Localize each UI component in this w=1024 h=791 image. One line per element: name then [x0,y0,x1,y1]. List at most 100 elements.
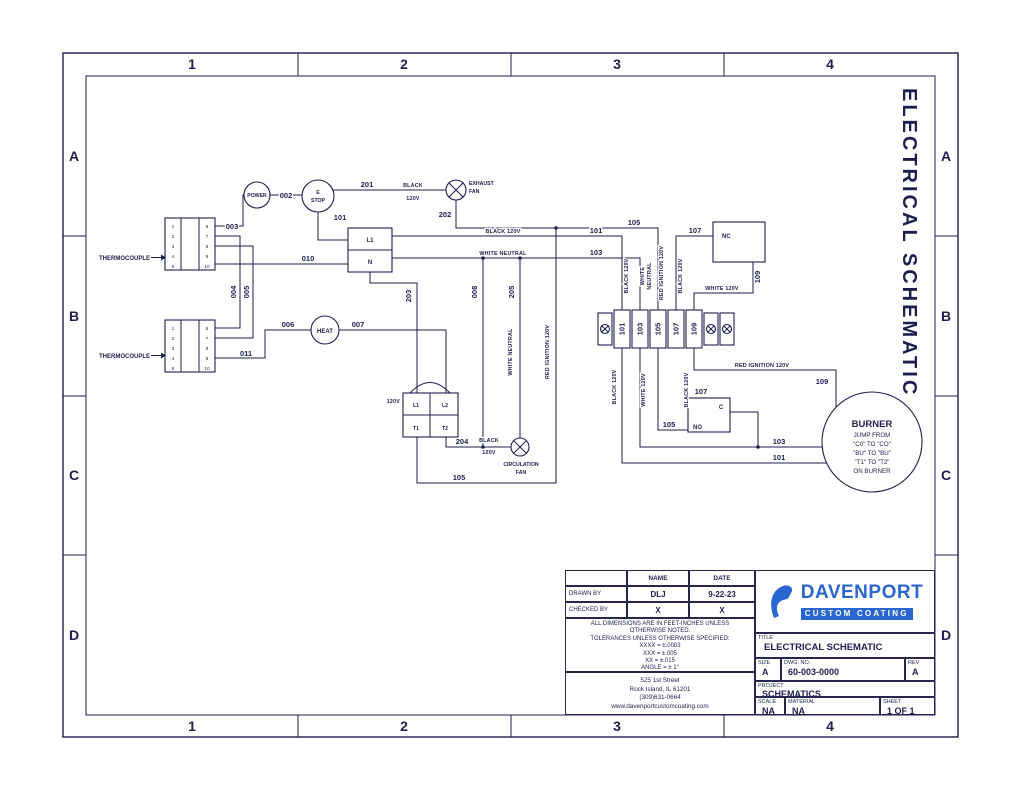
pin: 1 [172,326,175,332]
thermocouple-2-label: THERMOCOUPLE [99,354,150,360]
logo-text: DAVENPORT CUSTOM COATING [800,581,924,621]
size-value: A [762,667,769,677]
checked-by-date: X [689,602,755,618]
project-value: SCHEMATICS [762,689,821,697]
wire-label-010: 010 [302,254,315,263]
burner-note-line: JUMP FROM [854,432,891,439]
logo-custom-coating: CUSTOM COATING [800,607,913,620]
sheet-label: SHEET [883,699,902,705]
wire [445,437,483,448]
wire-label-201: 201 [361,180,374,189]
terminal-107 [667,309,685,349]
wire-label-006: 006 [282,320,295,329]
terminal-103 [631,309,649,349]
power-button-symbol [243,181,271,209]
no-label: NO [693,425,702,431]
address-line: 525 1st Street [640,677,680,684]
wire-label-005: 005 [242,286,251,299]
wire-label-204: 204 [456,437,469,446]
wire-label-004: 004 [229,285,238,298]
wire-color-label: BLACK 120V [678,258,684,293]
rev-value: A [912,667,919,677]
pointer-arrow-icon [161,352,166,359]
size-cell: SIZE A [755,658,781,681]
transformer-coil [409,382,451,394]
zone-row-d-right: D [941,627,951,643]
thermocouple-2-block [164,319,216,373]
wire-color-label: WHITE 120V [705,286,739,292]
project-label: PROJECT [758,683,784,689]
wire-label-007: 007 [352,320,365,329]
transformer-voltage: 120V [387,399,401,405]
pin: 8 [206,244,209,250]
wire-label-003: 003 [226,222,239,231]
zone-col-1-top: 1 [188,56,196,72]
wire [392,257,641,311]
wire-label-202: 202 [439,210,452,219]
heat-button-symbol [310,315,340,345]
fan-blade [448,182,464,198]
wire [675,235,713,311]
transformer-t1: T1 [413,426,419,432]
wire-label-008: 008 [470,286,479,299]
burner-symbol [821,391,923,493]
drawing-frame: 1 2 3 4 1 2 3 4 A B C D A B C D ELECTRIC… [62,52,959,738]
checked-by-label: CHECKED BY [565,602,627,618]
burner-note-line: "BU" TO "BU" [853,450,891,457]
zone-col-1-bottom: 1 [188,718,196,734]
wire-color-label: WHITE 120V [641,373,647,407]
tolerance-note: ALL DIMENSIONS ARE IN FEET-INCHES UNLESS… [565,618,755,672]
size-label: SIZE [758,660,771,666]
rev-cell: REV A [905,658,935,681]
screw-slot [723,325,731,333]
pin: 8 [206,346,209,352]
wire-label-103: 103 [773,437,786,446]
zone-col-4-bottom: 4 [826,718,834,734]
wire-label-107: 107 [689,226,702,235]
dwg-no-value: 60-003-0000 [788,667,840,677]
wire [693,262,754,311]
wire [369,272,418,393]
estop-label-2: STOP [311,198,326,204]
pin: 4 [172,356,175,362]
zone-row-a-left: A [69,148,79,164]
logo-davenport: DAVENPORT [800,581,924,603]
wire-label-101: 101 [773,453,786,462]
wire [621,348,827,464]
wire-label-002: 002 [280,191,293,200]
pin: 6 [206,326,209,332]
heat-label: HEAT [317,329,333,335]
company-address: 525 1st Street Rock Island, IL 61201 (30… [565,672,755,715]
wire-label-105: 105 [453,473,466,482]
wire-color-label: BLACK 120V [684,372,690,407]
rev-label: REV [908,660,920,666]
burner-note-line: "T1" TO "T2" [854,459,889,466]
zone-col-3-bottom: 3 [613,718,621,734]
pin: 2 [172,234,175,240]
wire-color-label: 120V [482,450,496,456]
wire-label-203: 203 [404,290,413,303]
pin: 10 [204,366,210,372]
terminal-105-label: 105 [654,323,663,336]
wire-junction [518,256,522,260]
zone-row-b-left: B [69,308,79,324]
wire [693,348,837,408]
zone-row-c-left: C [69,467,79,483]
material-value: NA [792,706,805,715]
terminal-109 [685,309,703,349]
wire-label-105: 105 [628,218,641,227]
exhaust-fan-label-2: FAN [469,189,480,195]
tolerance-line: ALL DIMENSIONS ARE IN FEET-INCHES UNLESS [590,621,730,627]
transformer-t2: T2 [442,426,448,432]
davenport-logo-icon [771,584,792,618]
wire [317,212,348,241]
nc-label: NC [722,234,731,240]
no-contact-block [687,397,731,433]
pin: 5 [172,264,175,270]
wire-label-101: 101 [590,226,603,235]
drawn-by-name: DLJ [627,586,689,602]
tolerance-line: TOLERANCES UNLESS OTHERWISE SPECIFIED: [590,635,730,642]
pin: 1 [172,224,175,230]
zone-col-4-top: 4 [826,56,834,72]
